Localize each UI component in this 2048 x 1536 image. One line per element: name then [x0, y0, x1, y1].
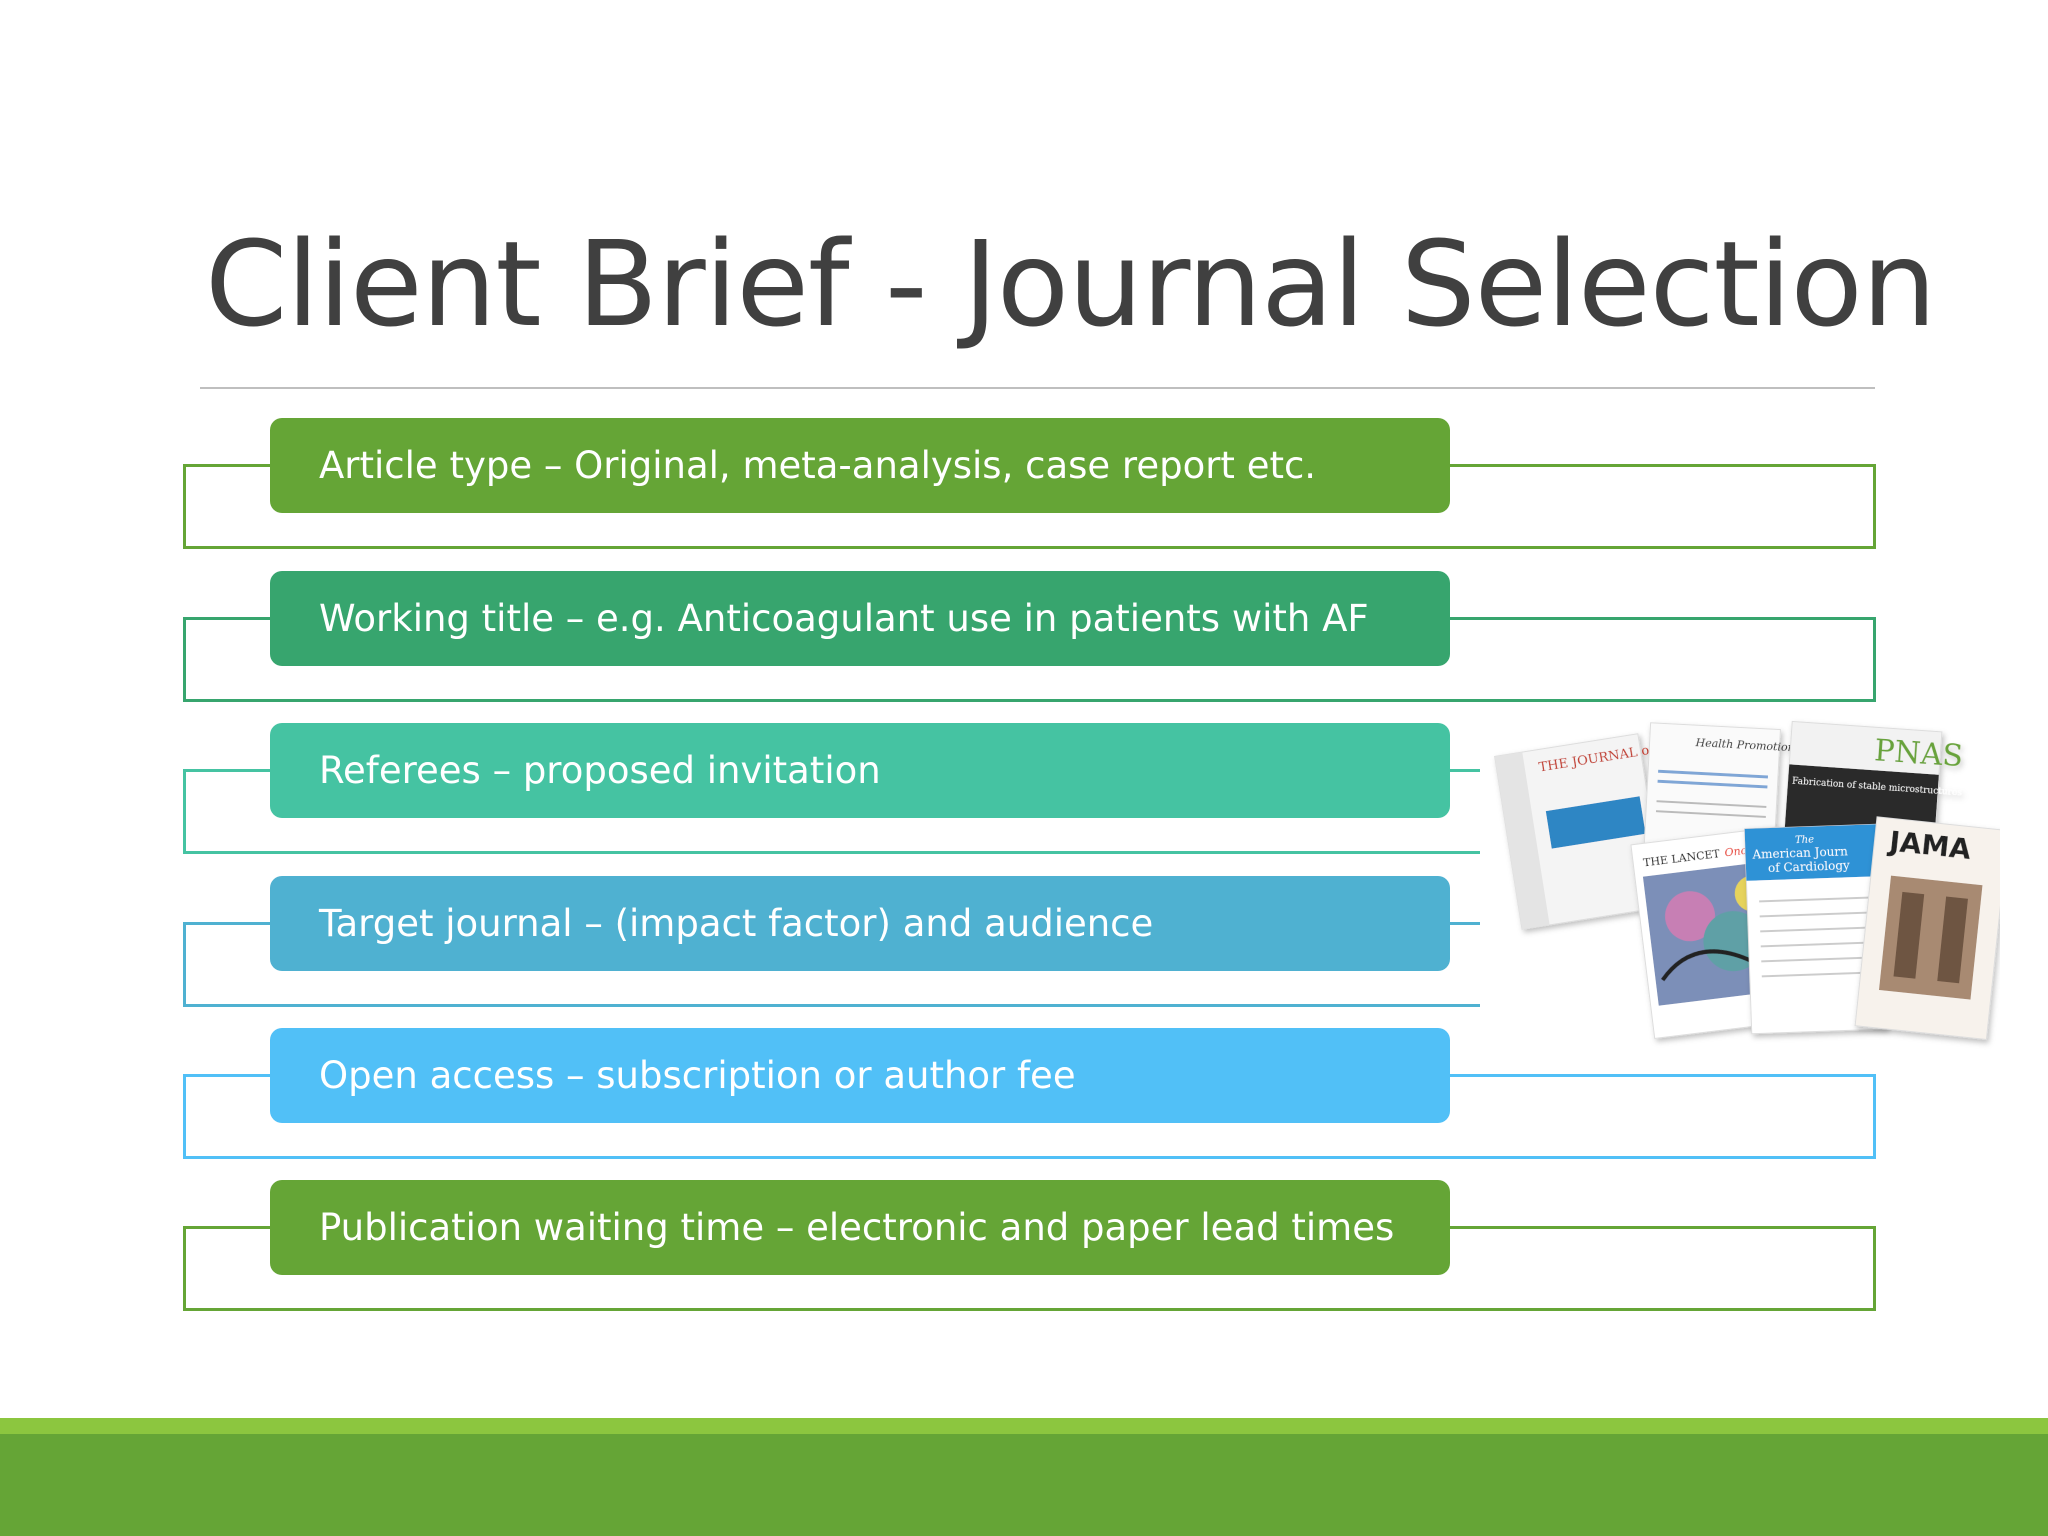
row-frame-2: [183, 620, 1876, 702]
row-frame-6: [183, 1229, 1876, 1311]
svg-text:Health Promotion: Health Promotion: [1694, 736, 1795, 754]
row-frame-5: [183, 1077, 1876, 1159]
item-target-journal: Target journal – (impact factor) and aud…: [270, 876, 1450, 971]
svg-text:The: The: [1795, 834, 1814, 846]
row-stub-left-1: [183, 464, 270, 467]
row-stub-right-6: [1450, 1226, 1876, 1229]
row-stub-right-1: [1450, 464, 1876, 467]
journal-covers-image: THE JOURNAL of UROLOGY Health Promotion …: [1480, 715, 2000, 1060]
cover-american-journal-of-cardiology: The American Journ of Cardiology: [1744, 823, 1888, 1035]
row-stub-right-2: [1450, 617, 1876, 620]
row-stub-left-6: [183, 1226, 270, 1229]
item-open-access: Open access – subscription or author fee: [270, 1028, 1450, 1123]
item-referees: Referees – proposed invitation: [270, 723, 1450, 818]
row-frame-1: [183, 467, 1876, 549]
row-stub-left-4: [183, 922, 270, 925]
item-article-type: Article type – Original, meta-analysis, …: [270, 418, 1450, 513]
cover-jama: JAMA: [1854, 816, 2000, 1041]
svg-text:of Cardiology: of Cardiology: [1768, 858, 1850, 875]
footer-band-dark: [0, 1434, 2048, 1536]
row-stub-left-2: [183, 617, 270, 620]
row-stub-left-5: [183, 1074, 270, 1077]
row-stub-left-3: [183, 769, 270, 772]
slide-title: Client Brief - Journal Selection: [205, 215, 1937, 353]
svg-text:American Journ: American Journ: [1751, 844, 1848, 861]
footer-band-light: [0, 1418, 2048, 1434]
item-working-title: Working title – e.g. Anticoagulant use i…: [270, 571, 1450, 666]
svg-text:PNAS: PNAS: [1873, 733, 1964, 774]
row-stub-right-5: [1450, 1074, 1876, 1077]
title-divider: [200, 387, 1875, 389]
item-publication-waiting-time: Publication waiting time – electronic an…: [270, 1180, 1450, 1275]
